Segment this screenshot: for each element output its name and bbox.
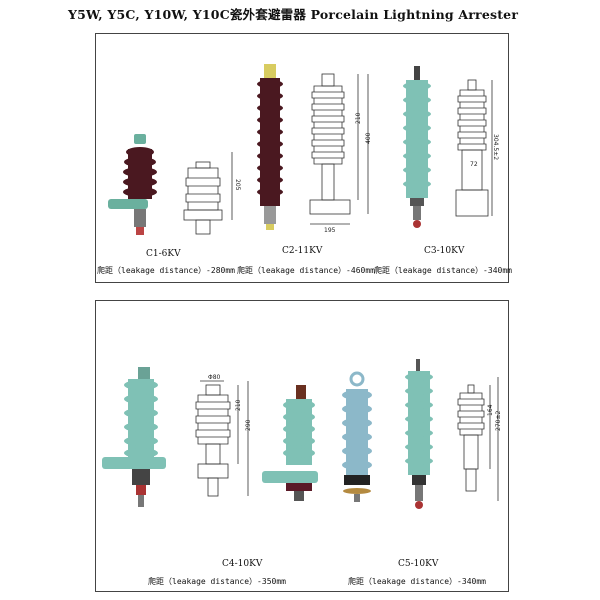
c4-dim-label-c: 290 [245, 419, 252, 431]
c4-arrester-photo [102, 367, 166, 507]
c5-leakage-caption: 爬距（leakage distance）-340mm [348, 577, 486, 586]
c5-alt-arrester-photo [405, 359, 433, 509]
c1-model-label: C1-6KV [146, 249, 181, 259]
c3-dim-label-a: 72 [470, 161, 478, 168]
c2-arrester-photo [257, 64, 283, 230]
c3-technical-drawing [455, 79, 493, 217]
c5-technical-drawing [457, 377, 499, 501]
c5-model-label: C5-10KV [398, 559, 439, 569]
c5-arrester-photo [342, 371, 372, 502]
c4-technical-drawing [195, 380, 249, 497]
c1-technical-drawing [183, 152, 233, 235]
c3-dim-label-b: 304.5±2 [492, 134, 499, 160]
c4-leakage-caption: 爬距（leakage distance）-350mm [148, 577, 286, 586]
c2-dim-label-c: 195 [324, 227, 336, 234]
bottom-product-panel: Φ80 210 290 [95, 300, 509, 592]
c4-dim-label-a: Φ80 [208, 374, 221, 381]
c5-dim-label-b: 270±2 [495, 411, 502, 431]
c4-model-label: C4-10KV [222, 559, 263, 569]
c2-dim-label-b: 400 [365, 132, 372, 144]
top-product-panel: 205 [95, 33, 512, 283]
c2-leakage-caption: 爬距（leakage distance）-460mm [237, 266, 375, 275]
c3-arrester-photo [403, 66, 431, 228]
c5-dim-label-a: 164 [487, 404, 494, 416]
c2-dim-label-a: 210 [355, 112, 362, 124]
c1-arrester-photo [108, 134, 157, 235]
c1-dim-label: 205 [234, 179, 241, 191]
c3-model-label: C3-10KV [424, 246, 465, 256]
page-title: Y5W, Y5C, Y10W, Y10C瓷外套避雷器 Porcelain Lig… [68, 7, 519, 22]
c4-dim-label-b: 210 [235, 399, 242, 411]
c3-leakage-caption: 爬距（leakage distance）-340mm [374, 266, 512, 275]
c2-technical-drawing [309, 73, 369, 225]
c4-alt-arrester-photo [262, 385, 318, 501]
bottom-panel-illustrations: Φ80 210 290 [102, 359, 502, 509]
top-panel-illustrations: 205 [108, 64, 499, 235]
c2-model-label: C2-11KV [282, 246, 323, 256]
c1-leakage-caption: 爬距（leakage distance）-280mm [97, 266, 235, 275]
